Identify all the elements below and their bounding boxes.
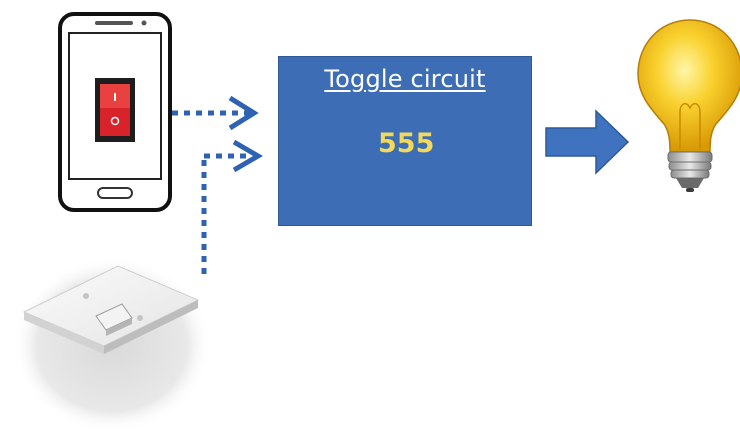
circuit-to-bulb-arrow [545, 109, 630, 175]
circuit-title: Toggle circuit [324, 65, 486, 93]
chip-label: 555 [378, 128, 435, 159]
wall-switch-icon [12, 257, 212, 432]
phone-to-circuit-arrow [172, 95, 259, 131]
switch-to-circuit-arrow [201, 139, 263, 274]
toggle-circuit-box: Toggle circuit [278, 56, 532, 226]
smartphone-icon [58, 12, 172, 212]
light-bulb-icon [637, 19, 740, 192]
rocker-switch-icon [95, 78, 135, 142]
